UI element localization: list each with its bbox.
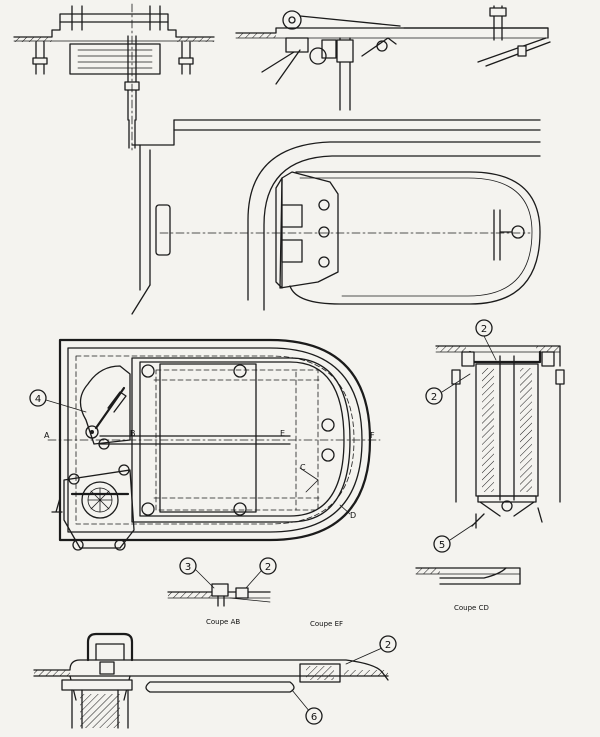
bottom-long-section (33, 632, 389, 729)
callout-3: 3 (179, 557, 197, 575)
section-ab-sketch (167, 583, 271, 607)
caption-coupe-ef: Coupe EF (310, 620, 343, 628)
top-right-side-section (235, 5, 551, 111)
caption-coupe-cd: Coupe CD (454, 604, 489, 612)
svg-text:4: 4 (35, 394, 41, 405)
leader-lines (45, 335, 497, 713)
callout-2-bottom: 2 (379, 635, 397, 653)
svg-text:2: 2 (431, 392, 437, 403)
svg-text:2: 2 (265, 562, 271, 573)
section-letter-b: B (130, 429, 136, 438)
callout-4: 4 (29, 389, 47, 407)
callout-2-ab: 2 (259, 557, 277, 575)
door-elevation (131, 119, 541, 315)
top-left-end-section (13, 3, 215, 151)
section-letter-f: F (370, 431, 375, 440)
svg-text:5: 5 (439, 540, 445, 551)
hinge-pin-section (435, 345, 565, 529)
section-letter-a: A (44, 431, 50, 440)
svg-text:3: 3 (185, 562, 191, 573)
section-letter-d: D (350, 511, 356, 520)
callout-6: 6 (305, 707, 323, 725)
section-cd-sketch (415, 567, 521, 585)
svg-text:6: 6 (311, 712, 317, 723)
section-letter-c: C (300, 463, 306, 472)
callout-2-side: 2 (425, 387, 443, 405)
callout-5: 5 (433, 535, 451, 553)
svg-text:2: 2 (385, 640, 391, 651)
caption-coupe-ab: Coupe AB (206, 618, 240, 626)
door-plan-view (47, 338, 381, 551)
svg-text:2: 2 (481, 324, 487, 335)
section-letter-e: E (280, 429, 285, 438)
callout-2-top: 2 (475, 319, 493, 337)
